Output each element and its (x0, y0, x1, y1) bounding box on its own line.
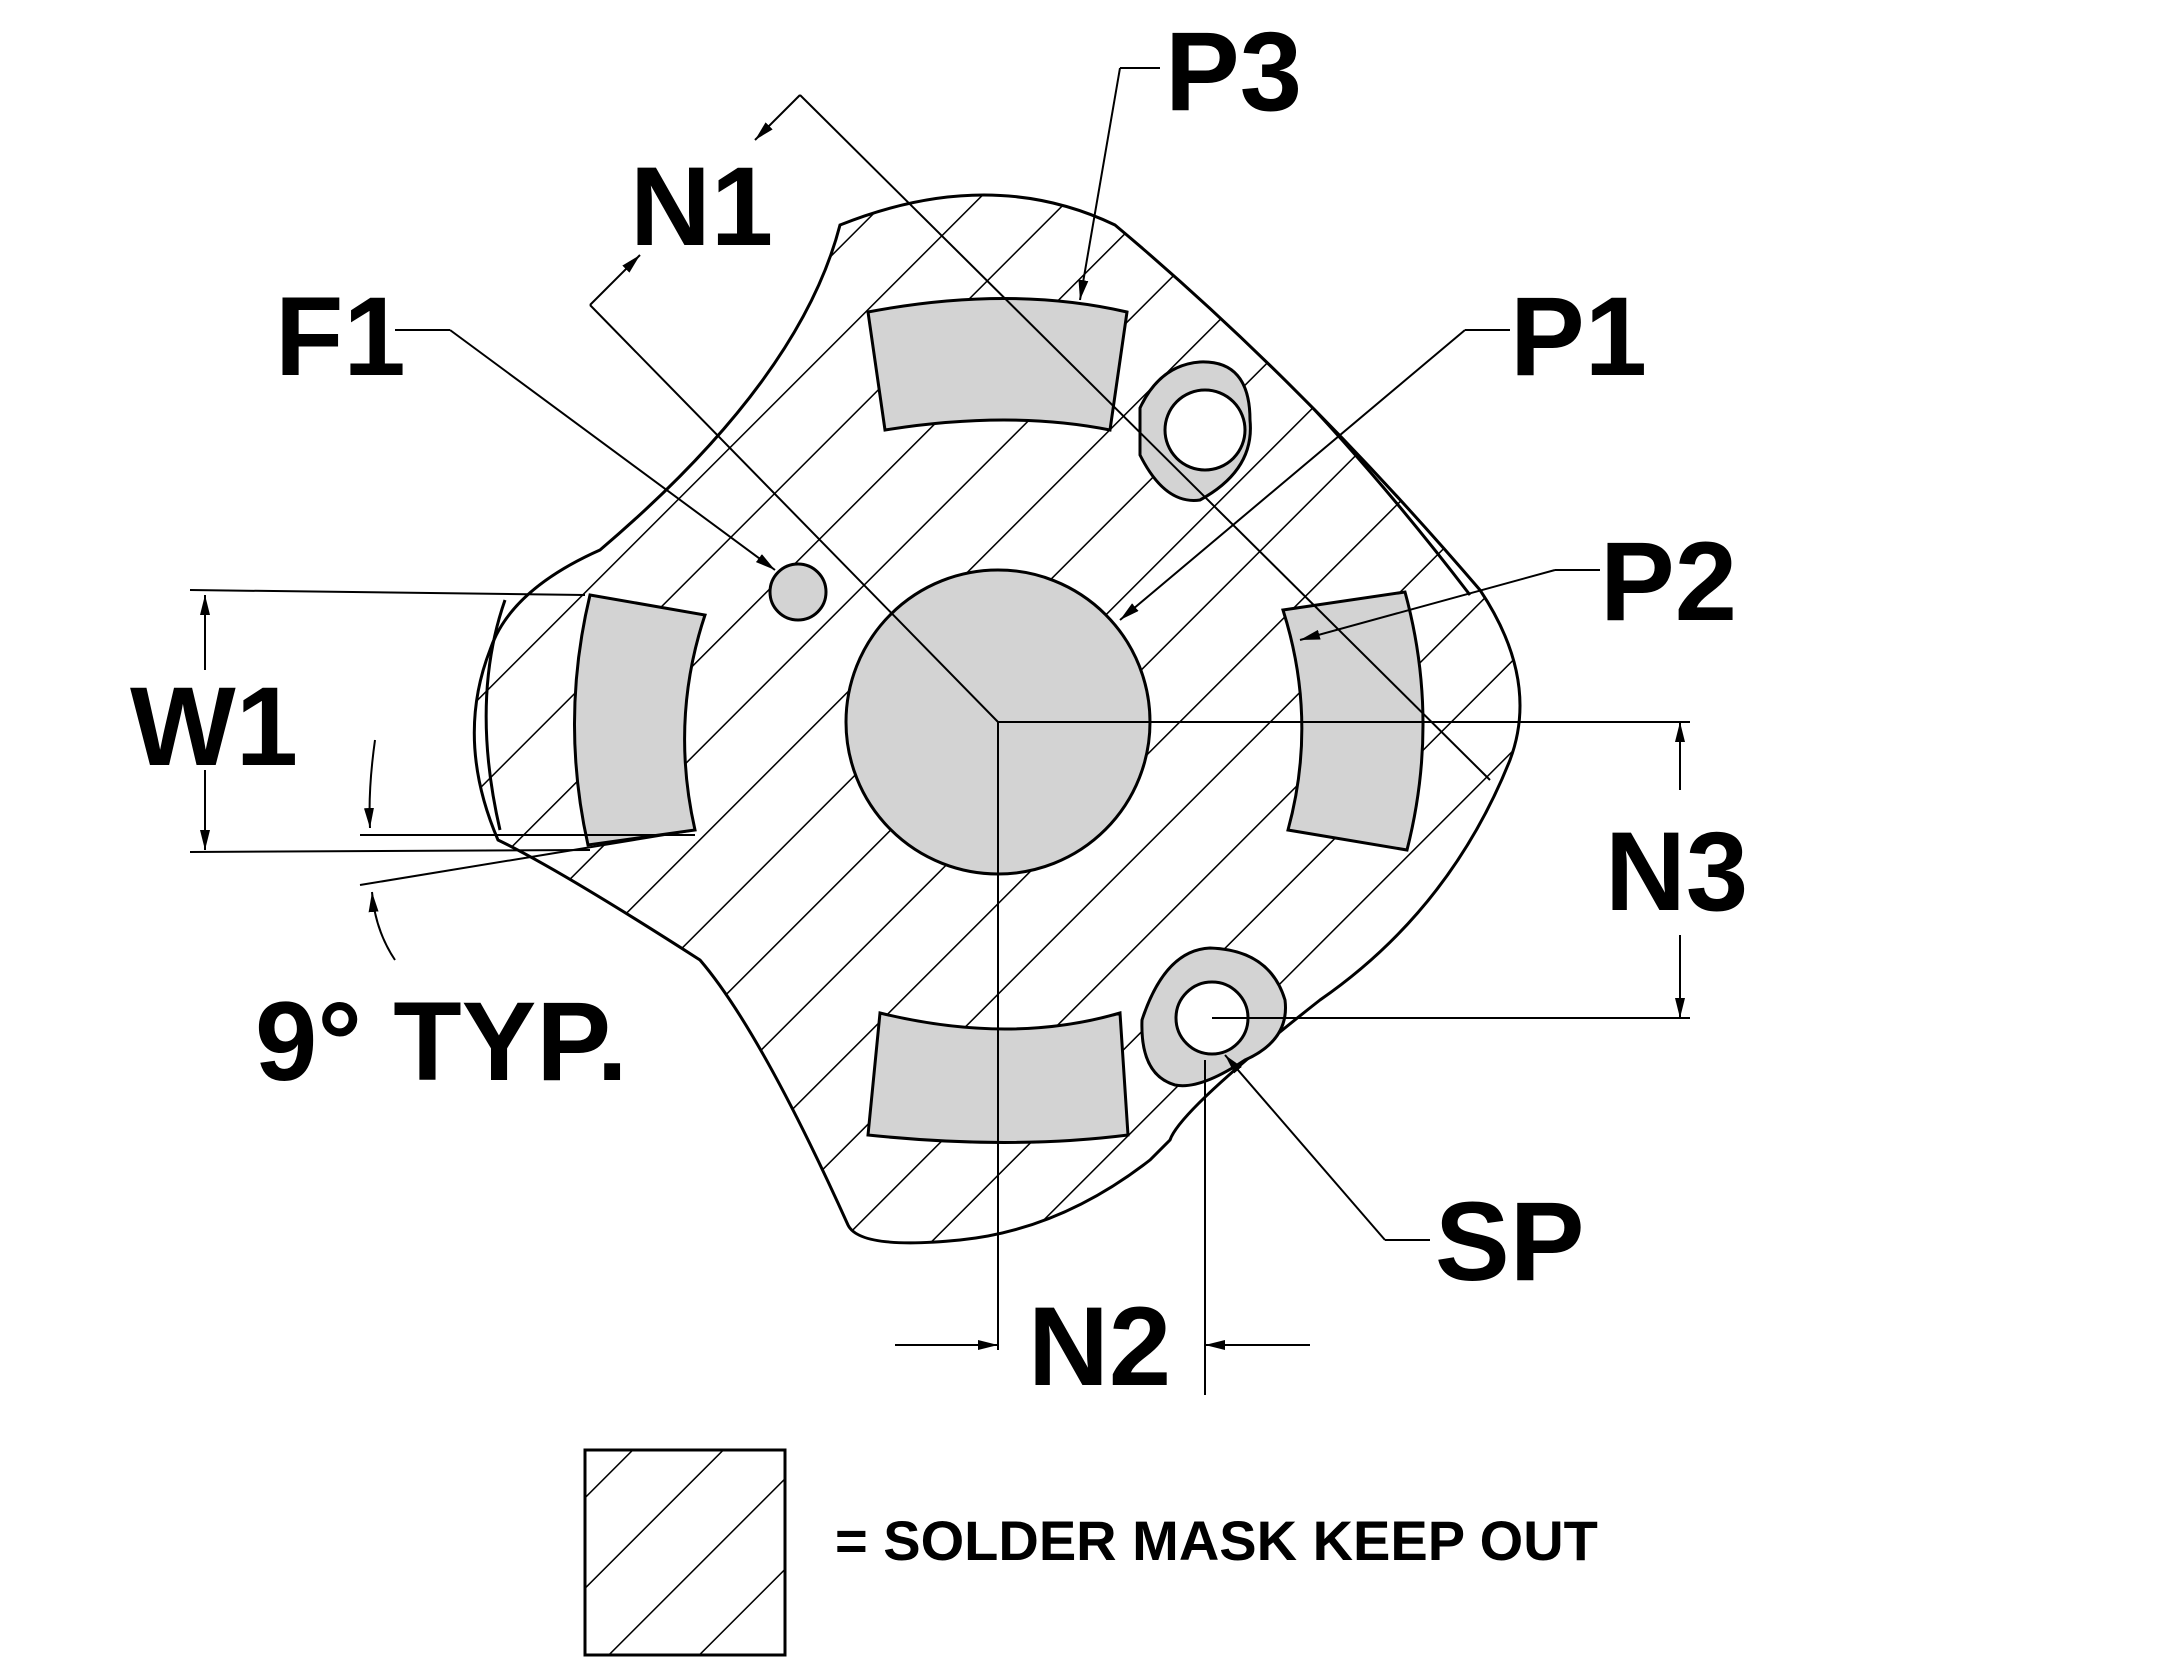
leader-sp (1224, 1054, 1430, 1241)
label-w1: W1 (130, 664, 298, 789)
label-sp: SP (1435, 1179, 1584, 1304)
label-n2: N2 (1028, 1284, 1171, 1409)
dimension-n2 (895, 1060, 1310, 1395)
label-angle: 9° TYP. (255, 979, 628, 1104)
dimension-w1 (189, 589, 591, 853)
label-p1: P1 (1510, 274, 1647, 399)
label-p3: P3 (1165, 9, 1302, 134)
via-upper (1138, 360, 1252, 502)
label-p2: P2 (1600, 519, 1737, 644)
label-n1: N1 (630, 144, 773, 269)
dimension-n1 (589, 94, 1491, 781)
fiducial-f1 (768, 562, 828, 622)
leader-p1 (1119, 329, 1510, 621)
leader-p3 (1078, 67, 1160, 301)
pad-p3 (866, 297, 1129, 432)
label-f1: F1 (275, 274, 406, 399)
dimension-angle (359, 739, 696, 961)
leader-p2 (1299, 569, 1600, 641)
label-n3: N3 (1605, 809, 1748, 934)
legend: = SOLDER MASK KEEP OUT (583, 1448, 1598, 1657)
centerlines (589, 304, 1690, 1350)
legend-text: = SOLDER MASK KEEP OUT (835, 1509, 1598, 1572)
dimension-n3 (1212, 722, 1690, 1019)
pad-left (573, 593, 707, 847)
leader-f1 (395, 329, 776, 571)
legend-swatch (583, 1448, 787, 1657)
